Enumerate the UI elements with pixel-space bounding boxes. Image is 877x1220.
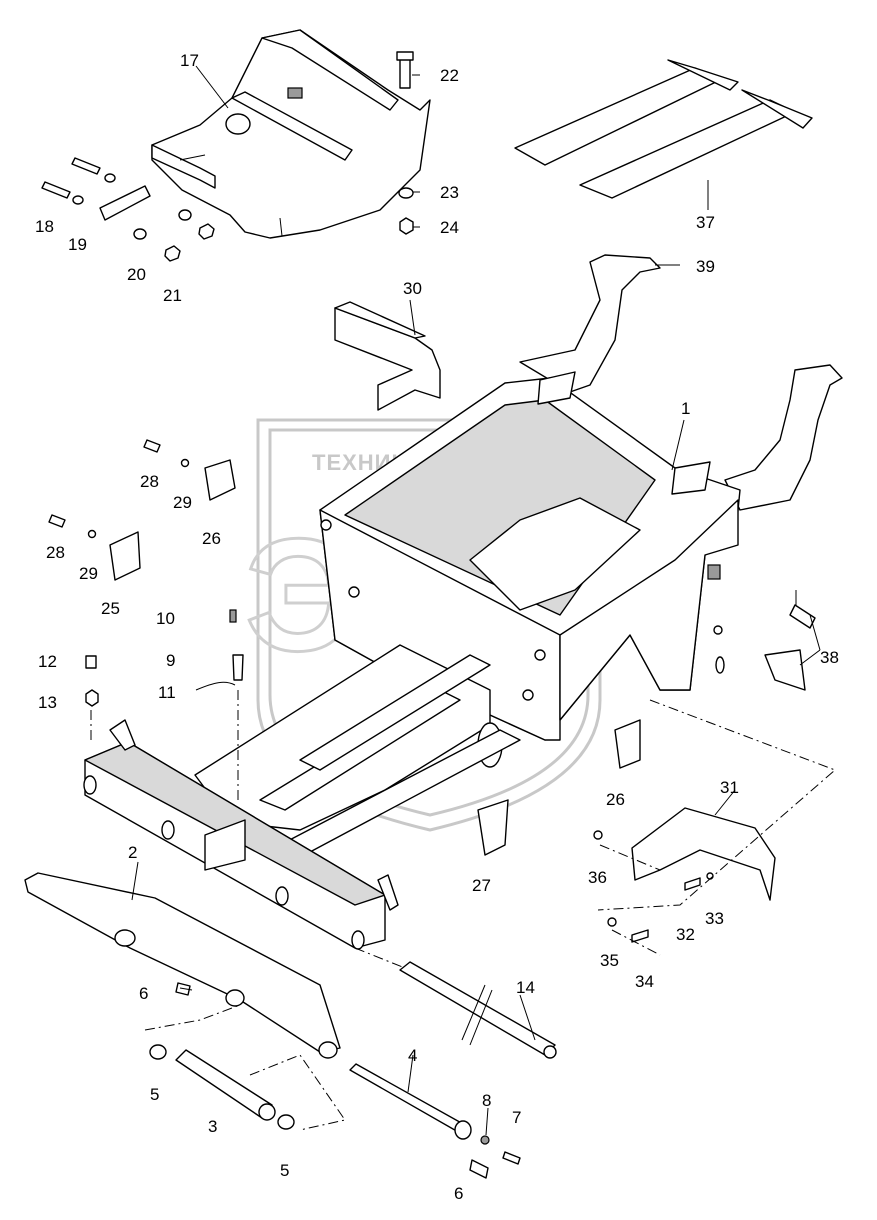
callout-7: 7 — [512, 1108, 521, 1127]
callout-37: 37 — [696, 213, 715, 232]
front-crossbeam — [83, 719, 399, 950]
callout-10: 10 — [156, 609, 175, 628]
callout-20: 20 — [127, 265, 146, 284]
callout-8: 8 — [482, 1091, 491, 1110]
callout-26-lower: 26 — [606, 790, 625, 809]
callout-25: 25 — [101, 599, 120, 618]
callout-32: 32 — [676, 925, 695, 944]
callout-3: 3 — [208, 1117, 217, 1136]
part-14-shaft — [354, 947, 557, 1059]
part-37-mats — [514, 59, 813, 199]
callout-27: 27 — [472, 876, 491, 895]
callout-5-right: 5 — [280, 1161, 289, 1180]
callout-26-upper: 26 — [202, 529, 221, 548]
small-brackets-left — [48, 439, 244, 800]
fasteners-18-24 — [41, 51, 414, 262]
callout-36: 36 — [588, 868, 607, 887]
callout-29-lower: 29 — [79, 564, 98, 583]
callout-30: 30 — [403, 279, 422, 298]
small-brackets-right — [477, 590, 836, 956]
part-1-main-frame — [194, 254, 843, 861]
callout-4: 4 — [408, 1046, 417, 1065]
callout-2: 2 — [128, 843, 137, 862]
callout-24: 24 — [440, 218, 459, 237]
callout-22: 22 — [440, 66, 459, 85]
callout-6-upper: 6 — [139, 984, 148, 1003]
callout-9: 9 — [166, 651, 175, 670]
callout-21: 21 — [163, 286, 182, 305]
callout-33: 33 — [705, 909, 724, 928]
part-17-seat-bracket — [151, 29, 431, 239]
callout-5-left: 5 — [150, 1085, 159, 1104]
callout-6-lower: 6 — [454, 1184, 463, 1203]
callout-23: 23 — [440, 183, 459, 202]
callout-28-lower: 28 — [46, 543, 65, 562]
callout-12: 12 — [38, 652, 57, 671]
callout-labels: 17 22 23 24 18 19 20 21 37 39 30 1 28 29… — [35, 51, 839, 1203]
callout-18: 18 — [35, 217, 54, 236]
callout-31: 31 — [720, 778, 739, 797]
callout-17: 17 — [180, 51, 199, 70]
callout-14: 14 — [516, 978, 535, 997]
part-30-bracket — [334, 301, 441, 411]
part-2-link-plate — [24, 872, 346, 1131]
callout-39: 39 — [696, 257, 715, 276]
callout-34: 34 — [635, 972, 654, 991]
callout-38: 38 — [820, 648, 839, 667]
callout-19: 19 — [68, 235, 87, 254]
callout-13: 13 — [38, 693, 57, 712]
callout-11: 11 — [158, 683, 176, 702]
callout-35: 35 — [600, 951, 619, 970]
callout-29-upper: 29 — [173, 493, 192, 512]
parts-3-to-8 — [149, 982, 521, 1179]
callout-1: 1 — [681, 399, 690, 418]
callout-28-upper: 28 — [140, 472, 159, 491]
leader-lines — [131, 65, 821, 1136]
